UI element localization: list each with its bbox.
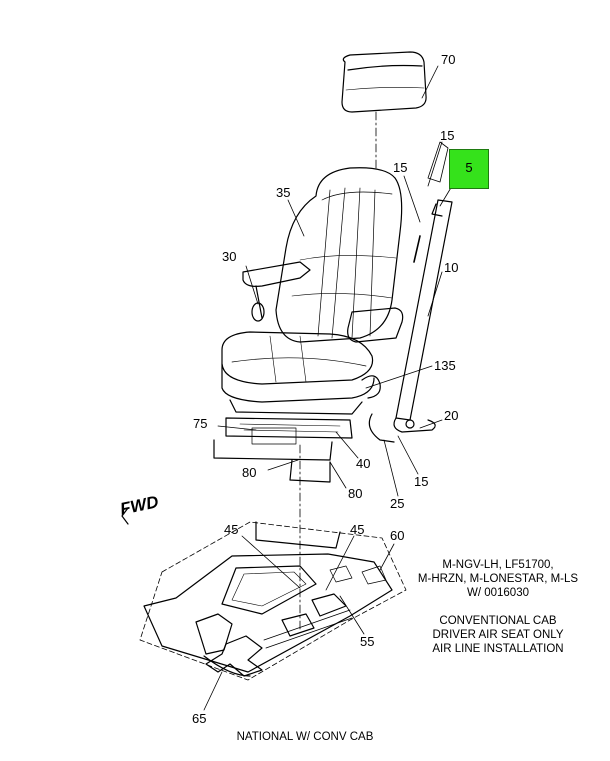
install-note: CONVENTIONAL CAB DRIVER AIR SEAT ONLY AI…: [398, 614, 598, 656]
seat-back: [275, 167, 403, 343]
callout-30: 30: [222, 249, 236, 264]
model-note: M-NGV-LH, LF51700, M-HRZN, M-LONESTAR, M…: [398, 558, 598, 600]
callout-15-top: 15: [440, 128, 454, 143]
callout-55: 55: [360, 634, 374, 649]
callout-75: 75: [193, 416, 207, 431]
callout-70: 70: [441, 52, 455, 67]
install-note-line-2: DRIVER AIR SEAT ONLY: [432, 629, 564, 641]
seat-belt: [368, 141, 453, 443]
air-line: [361, 375, 381, 399]
callout-135: 135: [434, 358, 456, 373]
callout-45-right: 45: [350, 522, 364, 537]
callout-35: 35: [276, 185, 290, 200]
callout-80-left: 80: [242, 465, 256, 480]
callout-65: 65: [192, 711, 206, 726]
callout-60: 60: [390, 528, 404, 543]
floor-pan: [139, 521, 407, 681]
seat-base: [213, 399, 363, 483]
model-note-line-3: W/ 0016030: [466, 587, 529, 599]
install-note-line-3: AIR LINE INSTALLATION: [432, 643, 564, 655]
callout-15-lower: 15: [414, 474, 428, 489]
callout-40: 40: [356, 456, 370, 471]
install-note-line-1: CONVENTIONAL CAB: [439, 615, 557, 627]
highlighted-callout-box[interactable]: [449, 149, 489, 189]
callout-25: 25: [390, 496, 404, 511]
model-note-line-1: M-NGV-LH, LF51700,: [442, 559, 554, 571]
leader-lines: [203, 65, 453, 711]
right-armrest: [347, 307, 404, 343]
callout-15-belt: 15: [393, 160, 407, 175]
callout-20: 20: [444, 408, 458, 423]
callout-5[interactable]: 5: [465, 160, 473, 175]
callout-45-left: 45: [224, 522, 238, 537]
callout-labels: 70 15 15 35 10 30 135 75 20 40 80 80 25 …: [192, 52, 458, 726]
footer-caption: NATIONAL W/ CONV CAB: [236, 731, 374, 743]
model-note-line-2: M-HRZN, M-LONESTAR, M-LS: [417, 573, 579, 585]
fwd-arrow-icon: [121, 507, 129, 525]
callout-10: 10: [444, 260, 458, 275]
seat-cushion: [221, 331, 375, 403]
callout-80-right: 80: [348, 486, 362, 501]
headrest: [341, 51, 427, 113]
